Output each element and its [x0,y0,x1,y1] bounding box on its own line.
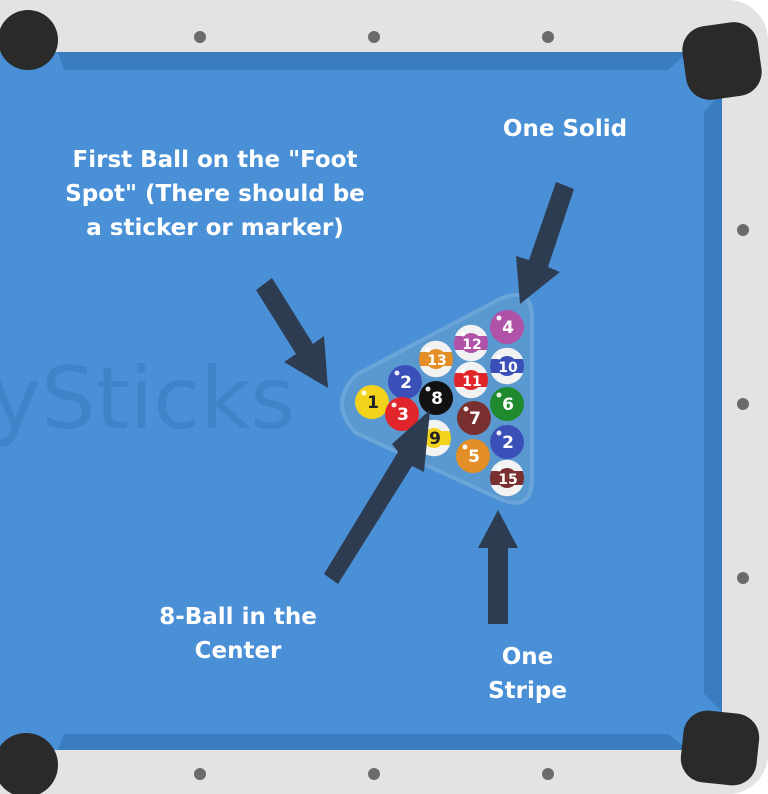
ball-13: 13 [419,340,453,378]
label-eight-ball-center: 8-Ball in the Center [120,600,356,668]
pocket-bottom-left [0,733,58,794]
ball-number: 7 [469,409,481,429]
ball-number: 5 [468,447,480,467]
ball-12: 12 [454,324,488,362]
label-line: First Ball on the "Foot [72,147,358,173]
rail-diamonds [194,31,749,780]
diamond [737,398,749,410]
ball-number: 3 [397,405,409,425]
arrows [256,182,574,624]
label-foot-spot: First Ball on the "Foot Spot" (There sho… [40,143,390,245]
label-one-stripe: One Stripe [470,640,585,708]
ball-number: 2 [400,373,412,393]
ball-1: 1 [355,385,389,419]
diamond [194,31,206,43]
diamond [542,768,554,780]
ball-number: 4 [502,318,514,338]
label-line: Center [194,638,282,664]
ball-number: 13 [427,353,446,369]
ball-10: 10 [490,347,524,385]
arrow-foot-spot [256,278,328,388]
ball-number: 10 [498,360,518,376]
pocket-top-right [682,22,762,100]
label-line: Spot" (There should be [65,181,365,207]
ball-number: 1 [367,393,379,413]
pocket-bottom-right [680,710,760,786]
ball-number: 15 [498,472,517,488]
arrow-one-solid [516,182,574,304]
pockets [0,10,762,794]
ball-15: 15 [490,459,524,497]
ball-6: 6 [490,387,524,421]
arrow-one-stripe [478,510,518,624]
ball-number: 11 [462,374,481,390]
ball-7: 7 [457,401,491,435]
ball-8: 8 [419,381,453,415]
ball-number: 12 [462,337,481,353]
watermark: ySticks [0,349,295,449]
label-line: Stripe [488,678,567,704]
ball-number: 9 [429,429,441,449]
ball-3: 3 [385,397,419,431]
diamond [542,31,554,43]
ball-number: 6 [502,395,514,415]
ball-2: 2 [490,425,524,459]
diamond [737,572,749,584]
diamond [194,768,206,780]
ball-4: 4 [490,310,524,344]
ball-5: 5 [456,439,490,473]
top-cushion [58,52,688,70]
ball-number: 8 [431,389,443,409]
diamond [368,31,380,43]
ball-number: 2 [502,433,514,453]
diamond [368,768,380,780]
label-line: a sticker or marker) [86,215,344,241]
pocket-top-left [0,10,58,70]
ball-2: 2 [388,365,422,399]
arrow-eight-ball [324,410,430,584]
label-line: 8-Ball in the [159,604,317,630]
label-line: One [501,644,554,670]
right-cushion [704,92,722,712]
bottom-cushion [58,734,688,750]
label-one-solid: One Solid [502,116,628,142]
diamond [737,224,749,236]
ball-11: 11 [454,361,488,399]
